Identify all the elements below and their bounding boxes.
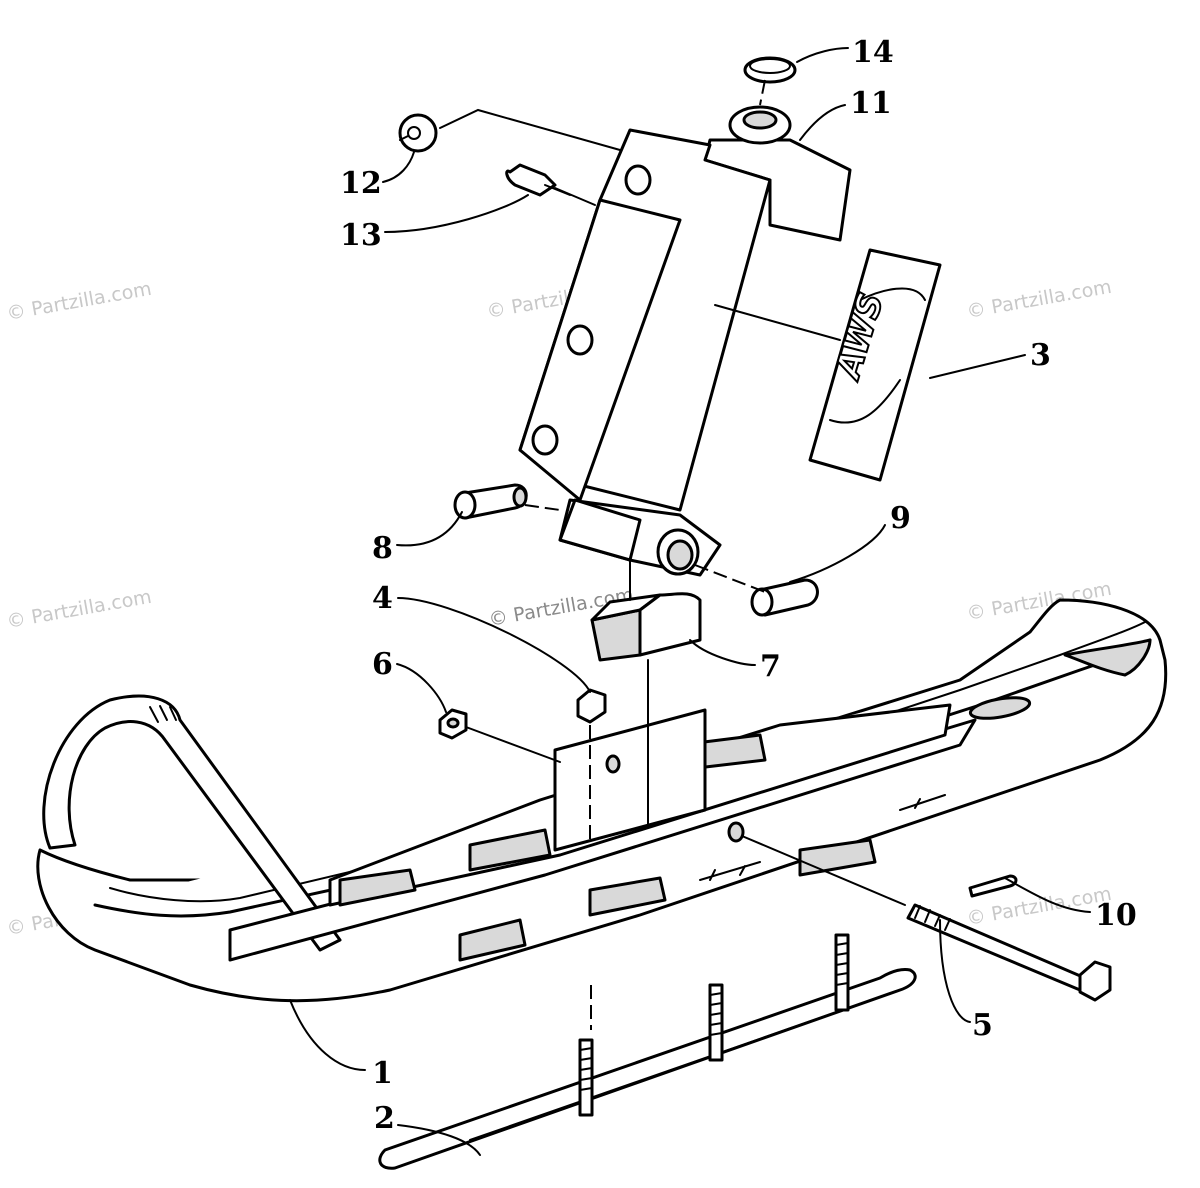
ski-tip-shade	[1063, 638, 1152, 677]
part-3-decal: AWS	[808, 248, 942, 482]
ski-side-rail	[228, 703, 977, 962]
part-11-spindle-housing	[518, 105, 852, 577]
line-13-to-housing	[554, 187, 596, 206]
rail-cutout-5	[588, 876, 667, 917]
callout-14: 14	[852, 35, 894, 70]
callout-4: 4	[372, 581, 393, 616]
mount-hole	[605, 754, 621, 774]
decal-swoosh	[829, 287, 926, 424]
line-8-to-bore	[524, 504, 561, 511]
part-8-bushing	[453, 483, 528, 520]
fitting-body	[505, 163, 557, 197]
cap-top	[749, 58, 791, 74]
leader-13	[384, 194, 529, 233]
grommet-body	[398, 113, 438, 153]
callout-9: 9	[890, 501, 911, 536]
part-9-bushing	[750, 578, 819, 617]
leader-6	[396, 663, 447, 713]
line-bore-to-9	[694, 564, 766, 593]
part-5-bolt	[906, 903, 1112, 1002]
leader-14	[796, 47, 849, 63]
leader-12	[382, 151, 415, 183]
watermark-left-upper: © Partzilla.com	[5, 278, 153, 325]
callout-3: 3	[1030, 338, 1051, 373]
stud-threads	[579, 942, 849, 1091]
leader-8	[396, 511, 463, 547]
rail-rivets	[699, 794, 946, 881]
bolt-threads	[914, 905, 951, 931]
callout-leaders	[289, 47, 1091, 1156]
leader-1	[289, 999, 366, 1071]
housing-top-hole	[742, 110, 778, 130]
leader-11	[799, 104, 846, 141]
callout-1: 1	[372, 1056, 393, 1091]
ski-mount-plate	[553, 708, 707, 852]
bushing-9-end	[750, 587, 774, 617]
line-bolt-to-rail	[741, 835, 906, 906]
wear-bar-studs	[578, 933, 850, 1117]
callout-8: 8	[372, 531, 393, 566]
ski-rear-slot	[968, 696, 1032, 720]
assembly-lines	[439, 79, 906, 906]
callout-labels: 1 2 3 4 5 6 7 8 9 10 11 12 13 14	[340, 35, 1137, 1136]
callout-7: 7	[760, 649, 781, 684]
wear-bar-bottom	[469, 989, 901, 1141]
housing-bolt-top	[624, 164, 652, 196]
part-14-cap	[743, 56, 797, 84]
leader-2	[397, 1124, 481, 1156]
housing-pivot-bore-inner	[666, 539, 694, 571]
rubber-block-side	[638, 592, 702, 657]
watermark-right-upper: © Partzilla.com	[965, 276, 1113, 323]
leader-3	[929, 354, 1026, 379]
wear-bar-body	[378, 968, 917, 1170]
part-12-grommet	[398, 113, 438, 153]
callout-13: 13	[340, 218, 382, 253]
callout-5: 5	[972, 1008, 993, 1043]
leader-5	[939, 919, 971, 1023]
line-12-to-housing	[439, 108, 621, 151]
bushing-8-bore	[512, 486, 528, 508]
leader-9	[789, 524, 886, 583]
watermark-left-middle: © Partzilla.com	[5, 586, 153, 633]
bushing-9-body	[758, 578, 819, 617]
nut-4-hex	[576, 688, 607, 724]
rail-cutout-6	[458, 918, 527, 962]
leader-10	[1004, 877, 1091, 913]
housing-bolt-low	[531, 424, 559, 456]
callout-10: 10	[1095, 898, 1137, 933]
part-7-rubber-block	[590, 592, 702, 662]
callout-12: 12	[340, 166, 382, 201]
grommet-inner	[407, 126, 421, 140]
rail-cutout-2	[468, 828, 552, 872]
grommet-pin	[399, 135, 409, 141]
line-decal-to-housing	[714, 304, 841, 341]
housing-bolt-mid	[566, 324, 594, 356]
cotter-pin-body	[968, 874, 1018, 898]
front-loop-tick-1	[149, 705, 177, 723]
line-14-to-boss	[759, 79, 766, 106]
leader-4	[397, 597, 591, 693]
part-6-locknut	[438, 708, 468, 740]
nut-6-bore	[446, 717, 460, 729]
callout-6: 6	[372, 647, 393, 682]
part-2-wear-bar	[378, 933, 917, 1170]
leader-7	[689, 639, 756, 666]
bolt-head	[1078, 960, 1112, 1002]
rail-cutout-1	[338, 868, 417, 907]
rail-bolt-hole	[727, 821, 745, 843]
callout-2: 2	[374, 1101, 395, 1136]
part-10-cotter-pin	[968, 874, 1018, 898]
callout-11: 11	[850, 86, 892, 121]
bushing-8-end	[453, 490, 477, 520]
housing-saddle-side	[558, 498, 642, 562]
rail-cutout-4	[798, 838, 877, 877]
line-6-to-rail	[465, 726, 561, 763]
